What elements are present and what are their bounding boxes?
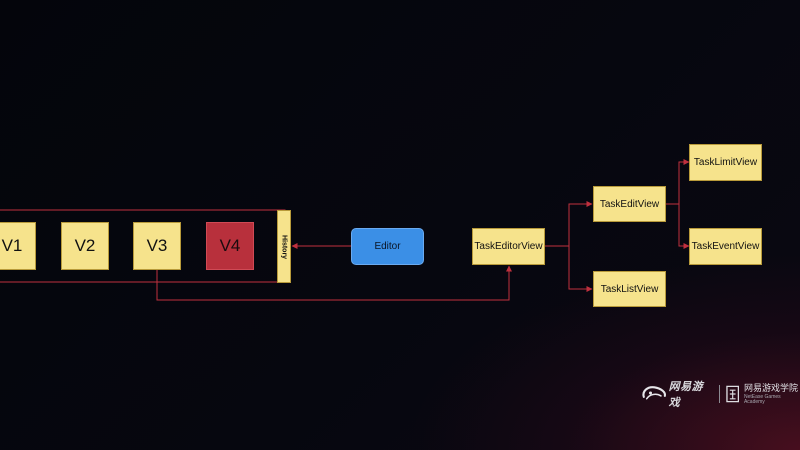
task-edit-view-label: TaskEditView xyxy=(599,198,660,210)
taskeditview-to-tasklimitview-connector xyxy=(666,159,690,205)
task-limit-view-label: TaskLimitView xyxy=(693,157,758,168)
version-label: V1 xyxy=(1,236,23,255)
task-list-view-node[interactable]: TaskListView xyxy=(593,271,666,307)
task-limit-view-node[interactable]: TaskLimitView xyxy=(689,144,762,181)
version-box-v3[interactable]: V3 xyxy=(133,222,181,270)
taskeditview-to-taskeventview-connector xyxy=(678,204,690,249)
editor-label: Editor xyxy=(374,241,401,252)
version-box-v4[interactable]: V4 xyxy=(206,222,254,270)
v3-to-taskeditorview-connector xyxy=(156,265,512,301)
academy-name: 网易游戏学院 NetEase Games Academy xyxy=(743,382,800,405)
netease-games-academy-logo: 网易游戏 网易游戏学院 NetEase Games Academy xyxy=(640,381,800,409)
academy-name-en: NetEase Games Academy xyxy=(743,393,781,405)
task-event-view-label: TaskEventView xyxy=(691,241,760,252)
netease-swirl-icon xyxy=(642,386,666,400)
version-label: V4 xyxy=(219,236,241,255)
academy-emblem-icon xyxy=(725,385,739,403)
taskeditorview-to-taskeditview-connector xyxy=(545,201,593,247)
editor-node[interactable]: Editor xyxy=(351,228,424,265)
academy-name-cn: 网易游戏学院 xyxy=(743,382,798,393)
brand-name: 网易游戏 xyxy=(668,381,704,409)
task-event-view-node[interactable]: TaskEventView xyxy=(689,228,762,265)
task-list-view-label: TaskListView xyxy=(600,283,659,295)
history-label: History xyxy=(280,234,288,259)
version-label: V3 xyxy=(146,236,168,255)
task-editor-view-label: TaskEditorView xyxy=(474,241,543,252)
task-editor-view-node[interactable]: TaskEditorView xyxy=(472,228,545,265)
logo-divider xyxy=(718,385,720,403)
version-label: V2 xyxy=(74,236,96,255)
version-box-v1[interactable]: V1 xyxy=(0,222,36,270)
task-edit-view-node[interactable]: TaskEditView xyxy=(593,186,666,222)
version-box-v2[interactable]: V2 xyxy=(61,222,109,270)
history-bar[interactable]: History xyxy=(277,210,291,283)
taskeditorview-to-tasklistview-connector xyxy=(568,246,593,292)
